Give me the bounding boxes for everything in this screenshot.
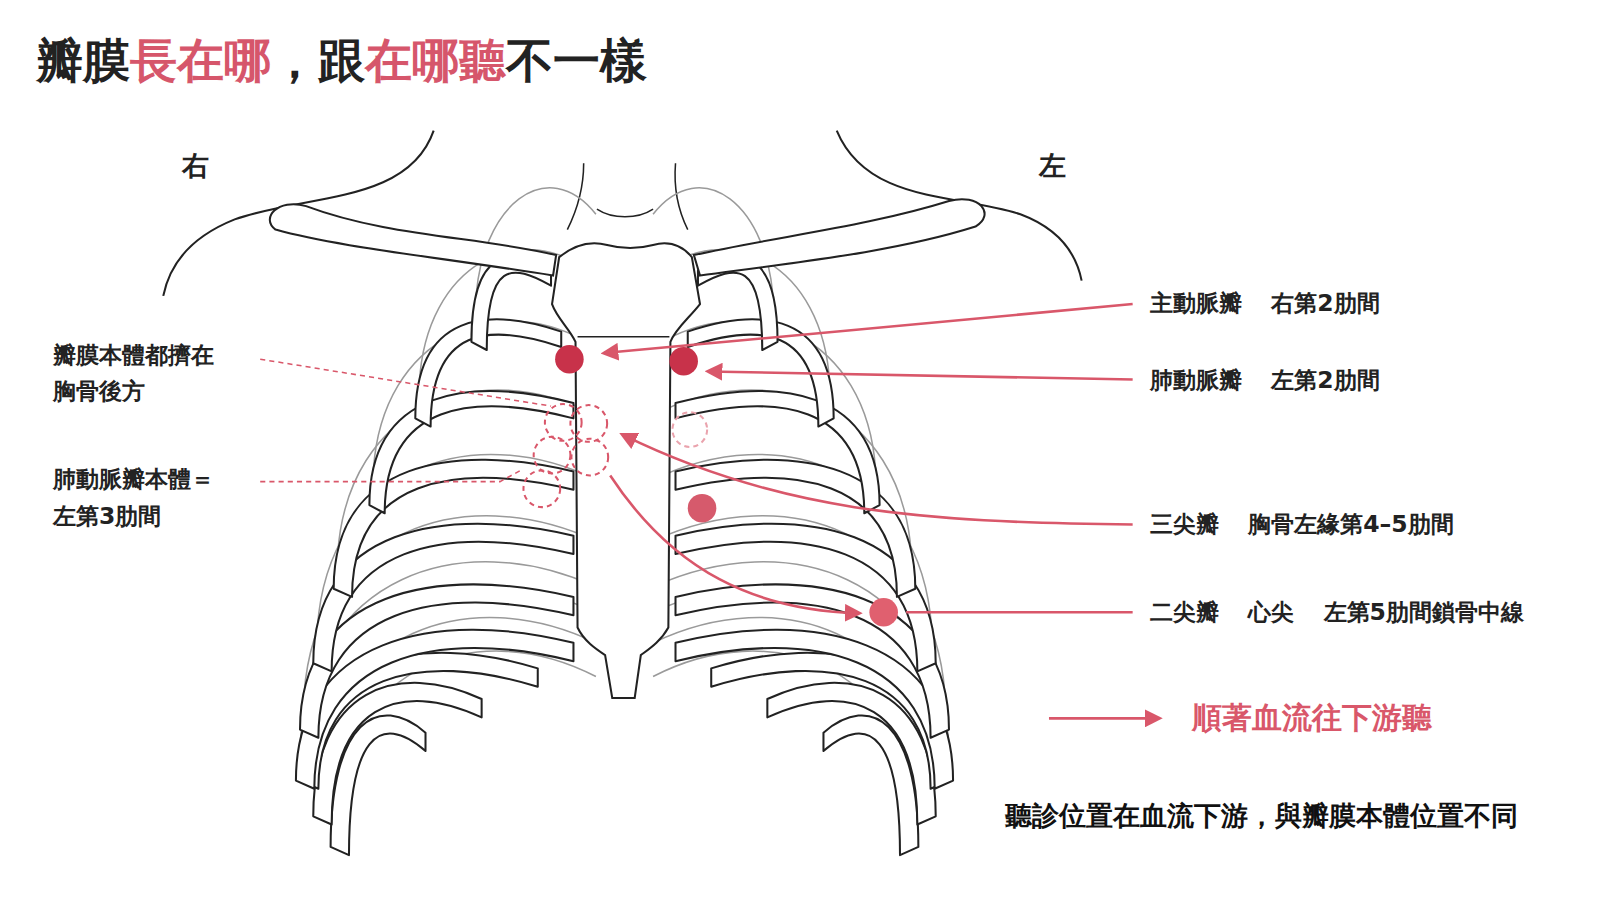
title-highlight: 長在哪 <box>130 33 271 88</box>
leader-lines-dashed <box>260 359 551 481</box>
side-label: 右 <box>182 150 209 182</box>
note-label: 瓣膜本體都擠在 胸骨後方 <box>53 337 224 410</box>
caption: 聽診位置在血流下游，與瓣膜本體位置不同 <box>1005 800 1518 832</box>
rib <box>711 653 949 789</box>
sternum-joint <box>578 336 670 338</box>
rib <box>676 460 916 597</box>
title-highlight: 在哪聽 <box>365 33 506 88</box>
rib <box>369 391 573 513</box>
sternum <box>552 243 700 698</box>
rib <box>415 319 561 426</box>
arrows <box>604 304 1133 613</box>
valve-label: 主動脈瓣 右第2肋間 <box>1150 289 1380 317</box>
note-label: 肺動脈瓣本體＝ 左第3肋間 <box>53 461 224 534</box>
side-label: 左 <box>1039 150 1066 182</box>
legend-arrow-sample <box>1049 717 1159 720</box>
legend-text: 順著血流往下游聽 <box>1192 701 1432 737</box>
rib <box>300 653 538 789</box>
diagram-title: 瓣膜長在哪，跟在哪聽不一樣 <box>36 33 647 89</box>
auscultation-points <box>555 345 898 627</box>
valve-label: 肺動脈瓣 左第2肋間 <box>1150 366 1380 394</box>
valve-label: 二尖瓣 心尖 左第5肋間鎖骨中線 <box>1150 598 1524 626</box>
valve-label: 三尖瓣 胸骨左緣第4–5肋間 <box>1150 510 1454 538</box>
rib <box>334 460 574 597</box>
valve-body-circles <box>523 404 707 507</box>
